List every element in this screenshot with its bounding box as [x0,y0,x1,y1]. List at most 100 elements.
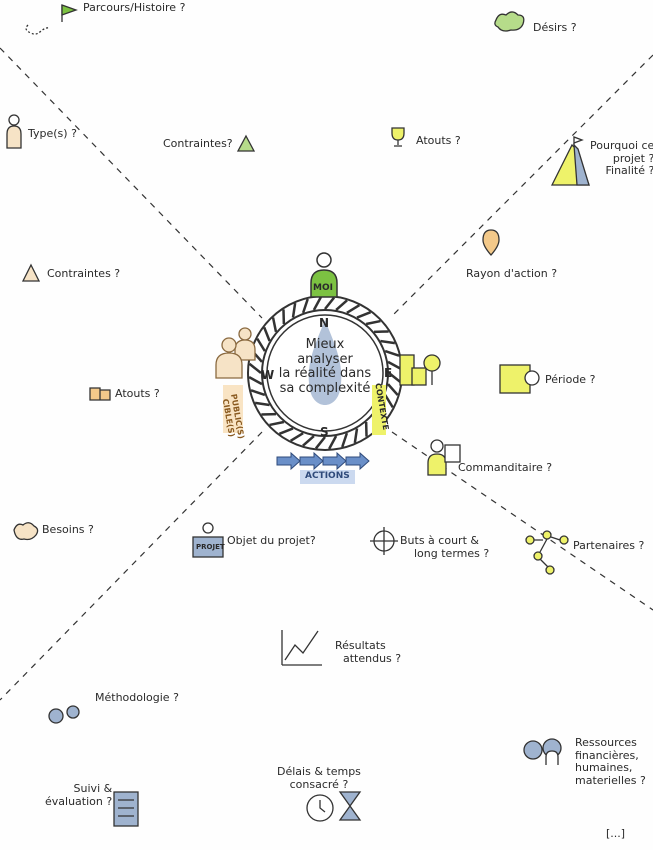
compass-hatch-mark [335,299,348,311]
label-commanditaire: Commanditaire ? [458,461,553,474]
compass-hatch-mark [328,435,338,450]
compass-hatch-mark [250,389,266,397]
public-persons-icon [215,327,256,379]
project-box-icon [192,536,224,558]
label-partenaires: Partenaires ? [573,539,645,552]
label-resultats: Résultats attendus ? [335,639,402,665]
label-pourquoi: Pourquoi ce projet ? Finalité ? [590,139,653,178]
center-line-1: Mieux [305,337,345,352]
center-line-2: analyser [297,351,353,367]
label-buts-1: Buts à court & [400,534,479,547]
compass-hatch-mark [248,376,263,386]
compass-east: E [384,366,393,380]
compass-center-text: Mieux analyser la réalité dans sa comple… [270,337,380,396]
warning-icon-2 [21,263,41,282]
center-line-4: sa complexité [279,380,371,396]
compass-hatch-mark [263,326,271,342]
gears-icon [48,705,80,724]
label-resultats-1: Résultats [335,639,386,652]
label-ressources-3: humaines, [575,761,633,775]
compass-hatch-mark [365,319,381,326]
compass-hatch-mark [302,435,315,447]
compass-hatch-mark [380,339,396,345]
buildings-icon [399,354,441,386]
checklist-icon [113,791,139,827]
thumbs-up-icon [89,387,111,401]
growth-chart-icon [281,630,322,666]
label-moi-contraintes: Contraintes? [163,137,233,150]
compass-hatch-mark [289,432,304,442]
divider-bottom-left [0,431,263,701]
compass-hatch-mark [384,394,394,409]
network-icon [525,530,569,575]
label-pourquoi-2: projet ? [612,151,653,165]
alarm-clock-hourglass-icon [306,791,362,822]
compass-hatch-mark [248,362,262,374]
compass-hatch-mark [387,383,399,396]
compass-hatch-mark [278,427,294,435]
label-finalite: Finalité ? [605,164,653,178]
path-icon [25,24,51,35]
label-delais-2: consacré ? [289,777,349,791]
divider-top-right [389,54,653,319]
label-desirs: Désirs ? [533,21,577,34]
compass-hatch-mark [256,337,266,352]
label-buts: Buts à court & long termes ? [400,534,490,560]
divider-top-left [0,47,263,319]
compass-hatch-mark [384,349,400,357]
label-suivi-1: Suivi & [73,782,113,795]
moi-person-icon [310,252,338,298]
compass-hatch-mark [312,296,322,311]
compass-hatch-mark [301,298,309,314]
label-periode: Période ? [545,373,596,386]
label-ressources: Ressources financières, humaines, materi… [575,736,646,788]
heart-cloud-icon [13,522,39,541]
compass-hatch-mark [388,372,402,384]
compass-hatch-mark [341,432,349,448]
label-methodologie: Méthodologie ? [95,691,179,704]
compass-hatch-mark [387,360,402,370]
compass-hatch-mark [346,304,361,314]
label-besoins: Besoins ? [42,523,94,536]
label-suivi-2: évaluation ? [45,794,113,808]
compass-hatch-mark [269,420,285,427]
flag-icon [61,4,78,16]
compass-hatch-mark [254,401,270,407]
compass-hatch-mark [314,436,326,450]
compass-north: N [319,316,330,330]
label-rayon: Rayon d'action ? [466,267,558,280]
label-objet: Objet du projet? [227,534,316,547]
money-people-icon [523,738,562,765]
actions-arrows-icon [276,451,370,471]
label-types: Type(s) ? [28,127,77,140]
compass-hatch-mark [356,311,372,319]
compass-hatch-mark [271,317,278,333]
thought-cloud-icon [494,11,525,32]
label-resultats-2: attendus ? [343,651,402,665]
compass-hatch-mark [291,302,297,318]
hub-moi: MOI [313,283,333,293]
warning-icon [236,134,256,152]
clock-icon [524,370,540,386]
label-parcours: Parcours/Histoire ? [83,1,186,14]
label-ressources-2: financières, [575,748,639,762]
label-more: [...] [606,827,626,840]
location-pin-icon [482,229,500,256]
hub-actions: ACTIONS [305,471,350,481]
compass-west: W [261,368,275,382]
label-moi-atouts: Atouts ? [416,134,461,147]
compass-hatch-mark [324,296,336,310]
label-ressources-1: Ressources [575,736,637,749]
label-pourquoi-1: Pourquoi ce [590,139,653,152]
label-suivi: Suivi & évaluation ? [45,782,113,808]
center-line-3: la réalité dans [278,366,372,382]
label-buts-2: long termes ? [414,546,490,560]
compass-south: S [320,425,329,439]
person-question-icon [6,125,22,149]
commanditaire-icon [427,453,447,476]
label-ressources-4: materielles ? [575,773,646,787]
label-publics-contraintes: Contraintes ? [47,267,121,280]
label-delais: Délais & temps consacré ? [277,765,361,791]
